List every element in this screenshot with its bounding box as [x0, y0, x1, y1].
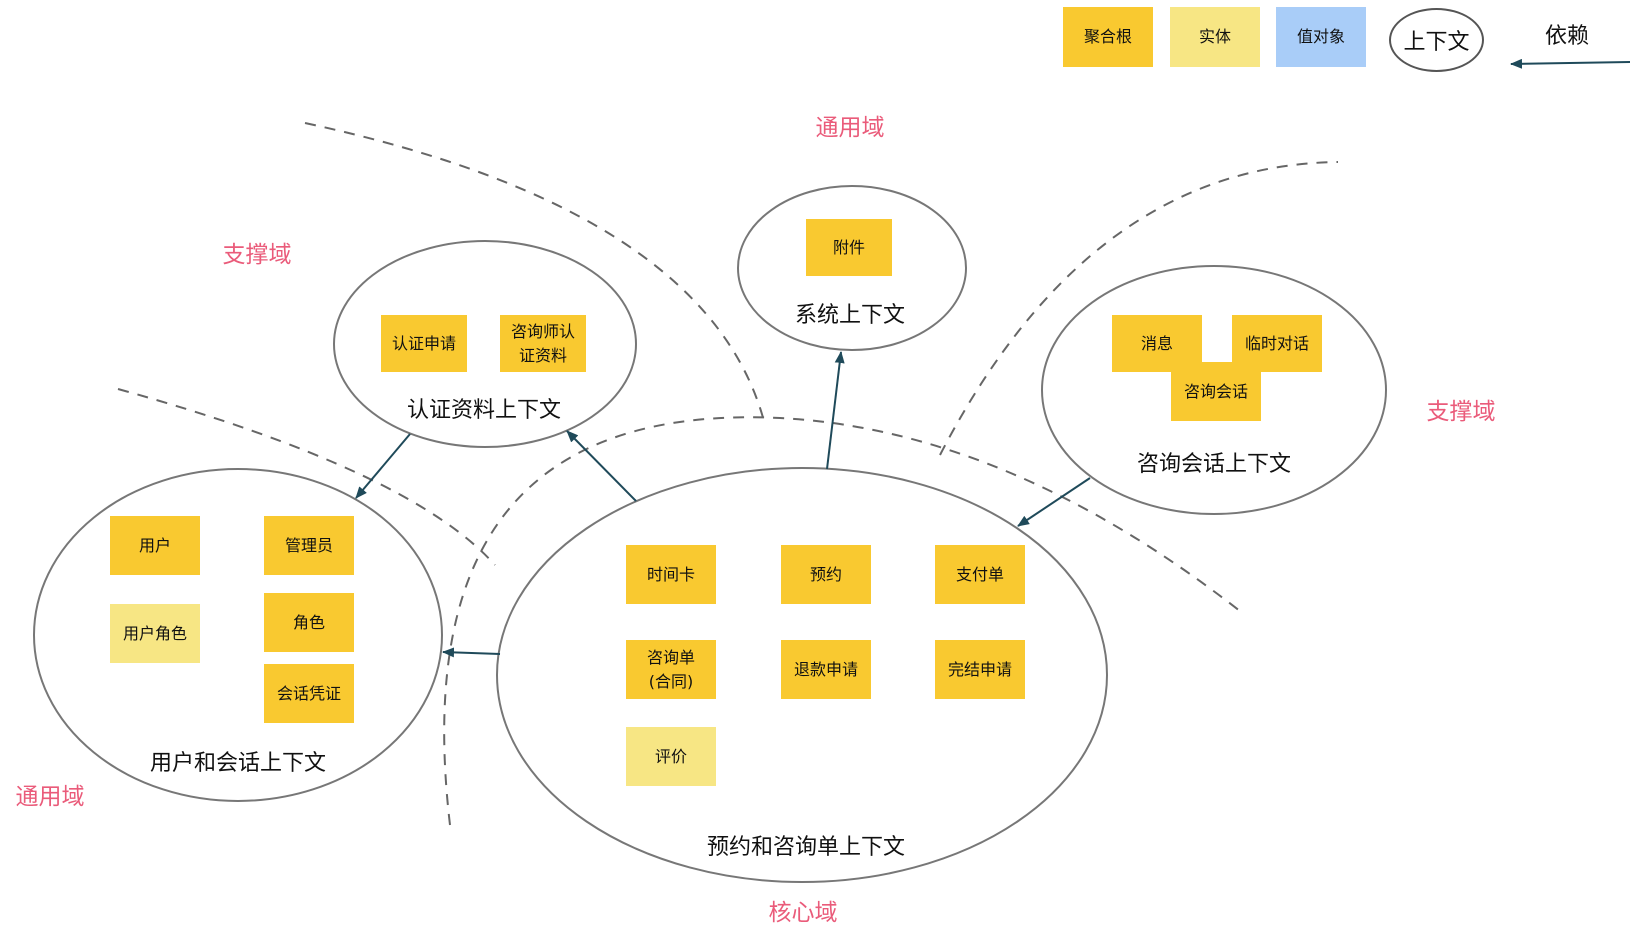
aggregate-user: 用户	[110, 516, 200, 575]
entity-review: 评价	[626, 727, 716, 786]
aggregate-completion-request: 完结申请	[935, 640, 1025, 699]
aggregate-session-token: 会话凭证	[264, 664, 354, 723]
dependency-arrow-consult-to-booking	[1017, 477, 1091, 527]
aggregate-attachment: 附件	[806, 219, 892, 276]
context-label-user-session: 用户和会话上下文	[149, 751, 327, 776]
legend-dependency-label: 依赖	[1545, 24, 1590, 49]
legend-value-object: 值对象	[1276, 7, 1366, 67]
domain-label-generic-left: 通用域	[15, 784, 85, 810]
domain-label-support-right: 支撑域	[1426, 399, 1496, 425]
context-label-auth: 认证资料上下文	[406, 398, 562, 423]
context-auth	[333, 240, 637, 448]
context-consult-session	[1041, 265, 1387, 515]
entity-user-role: 用户角色	[110, 604, 200, 663]
legend-entity: 实体	[1170, 7, 1260, 67]
context-label-booking: 预约和咨询单上下文	[706, 835, 906, 860]
dependency-arrow-booking-to-user	[442, 647, 501, 658]
aggregate-booking: 预约	[781, 545, 871, 604]
dependency-arrow-booking-to-auth	[566, 430, 637, 502]
context-booking	[496, 467, 1108, 883]
aggregate-auth-application: 认证申请	[381, 315, 467, 372]
dependency-arrow-booking-to-system	[826, 351, 845, 470]
domain-label-support-left: 支撑域	[222, 242, 292, 268]
aggregate-payment: 支付单	[935, 545, 1025, 604]
legend-context: 上下文	[1389, 8, 1484, 72]
dependency-arrow-auth-to-user	[355, 433, 411, 499]
context-label-consult-session: 咨询会话上下文	[1136, 452, 1292, 477]
boundary-left-line	[117, 388, 496, 566]
legend-dependency-arrow	[1510, 58, 1631, 69]
aggregate-time-card: 时间卡	[626, 545, 716, 604]
context-label-system: 系统上下文	[794, 303, 906, 328]
aggregate-admin: 管理员	[264, 516, 354, 575]
aggregate-counselor-certification: 咨询师认 证资料	[500, 315, 586, 372]
context-system	[737, 185, 967, 351]
aggregate-consult-session: 咨询会话	[1171, 362, 1261, 421]
boundary-top-left-arc	[304, 122, 766, 426]
boundary-right-arc	[939, 161, 1339, 456]
aggregate-refund-request: 退款申请	[781, 640, 871, 699]
domain-label-core: 核心域	[768, 900, 838, 926]
context-user-session	[33, 468, 443, 802]
aggregate-consult-order: 咨询单 (合同)	[626, 640, 716, 699]
aggregate-role: 角色	[264, 593, 354, 652]
domain-label-generic-top: 通用域	[815, 115, 885, 141]
legend-aggregate-root: 聚合根	[1063, 7, 1153, 67]
boundary-core-arc	[443, 416, 1246, 826]
